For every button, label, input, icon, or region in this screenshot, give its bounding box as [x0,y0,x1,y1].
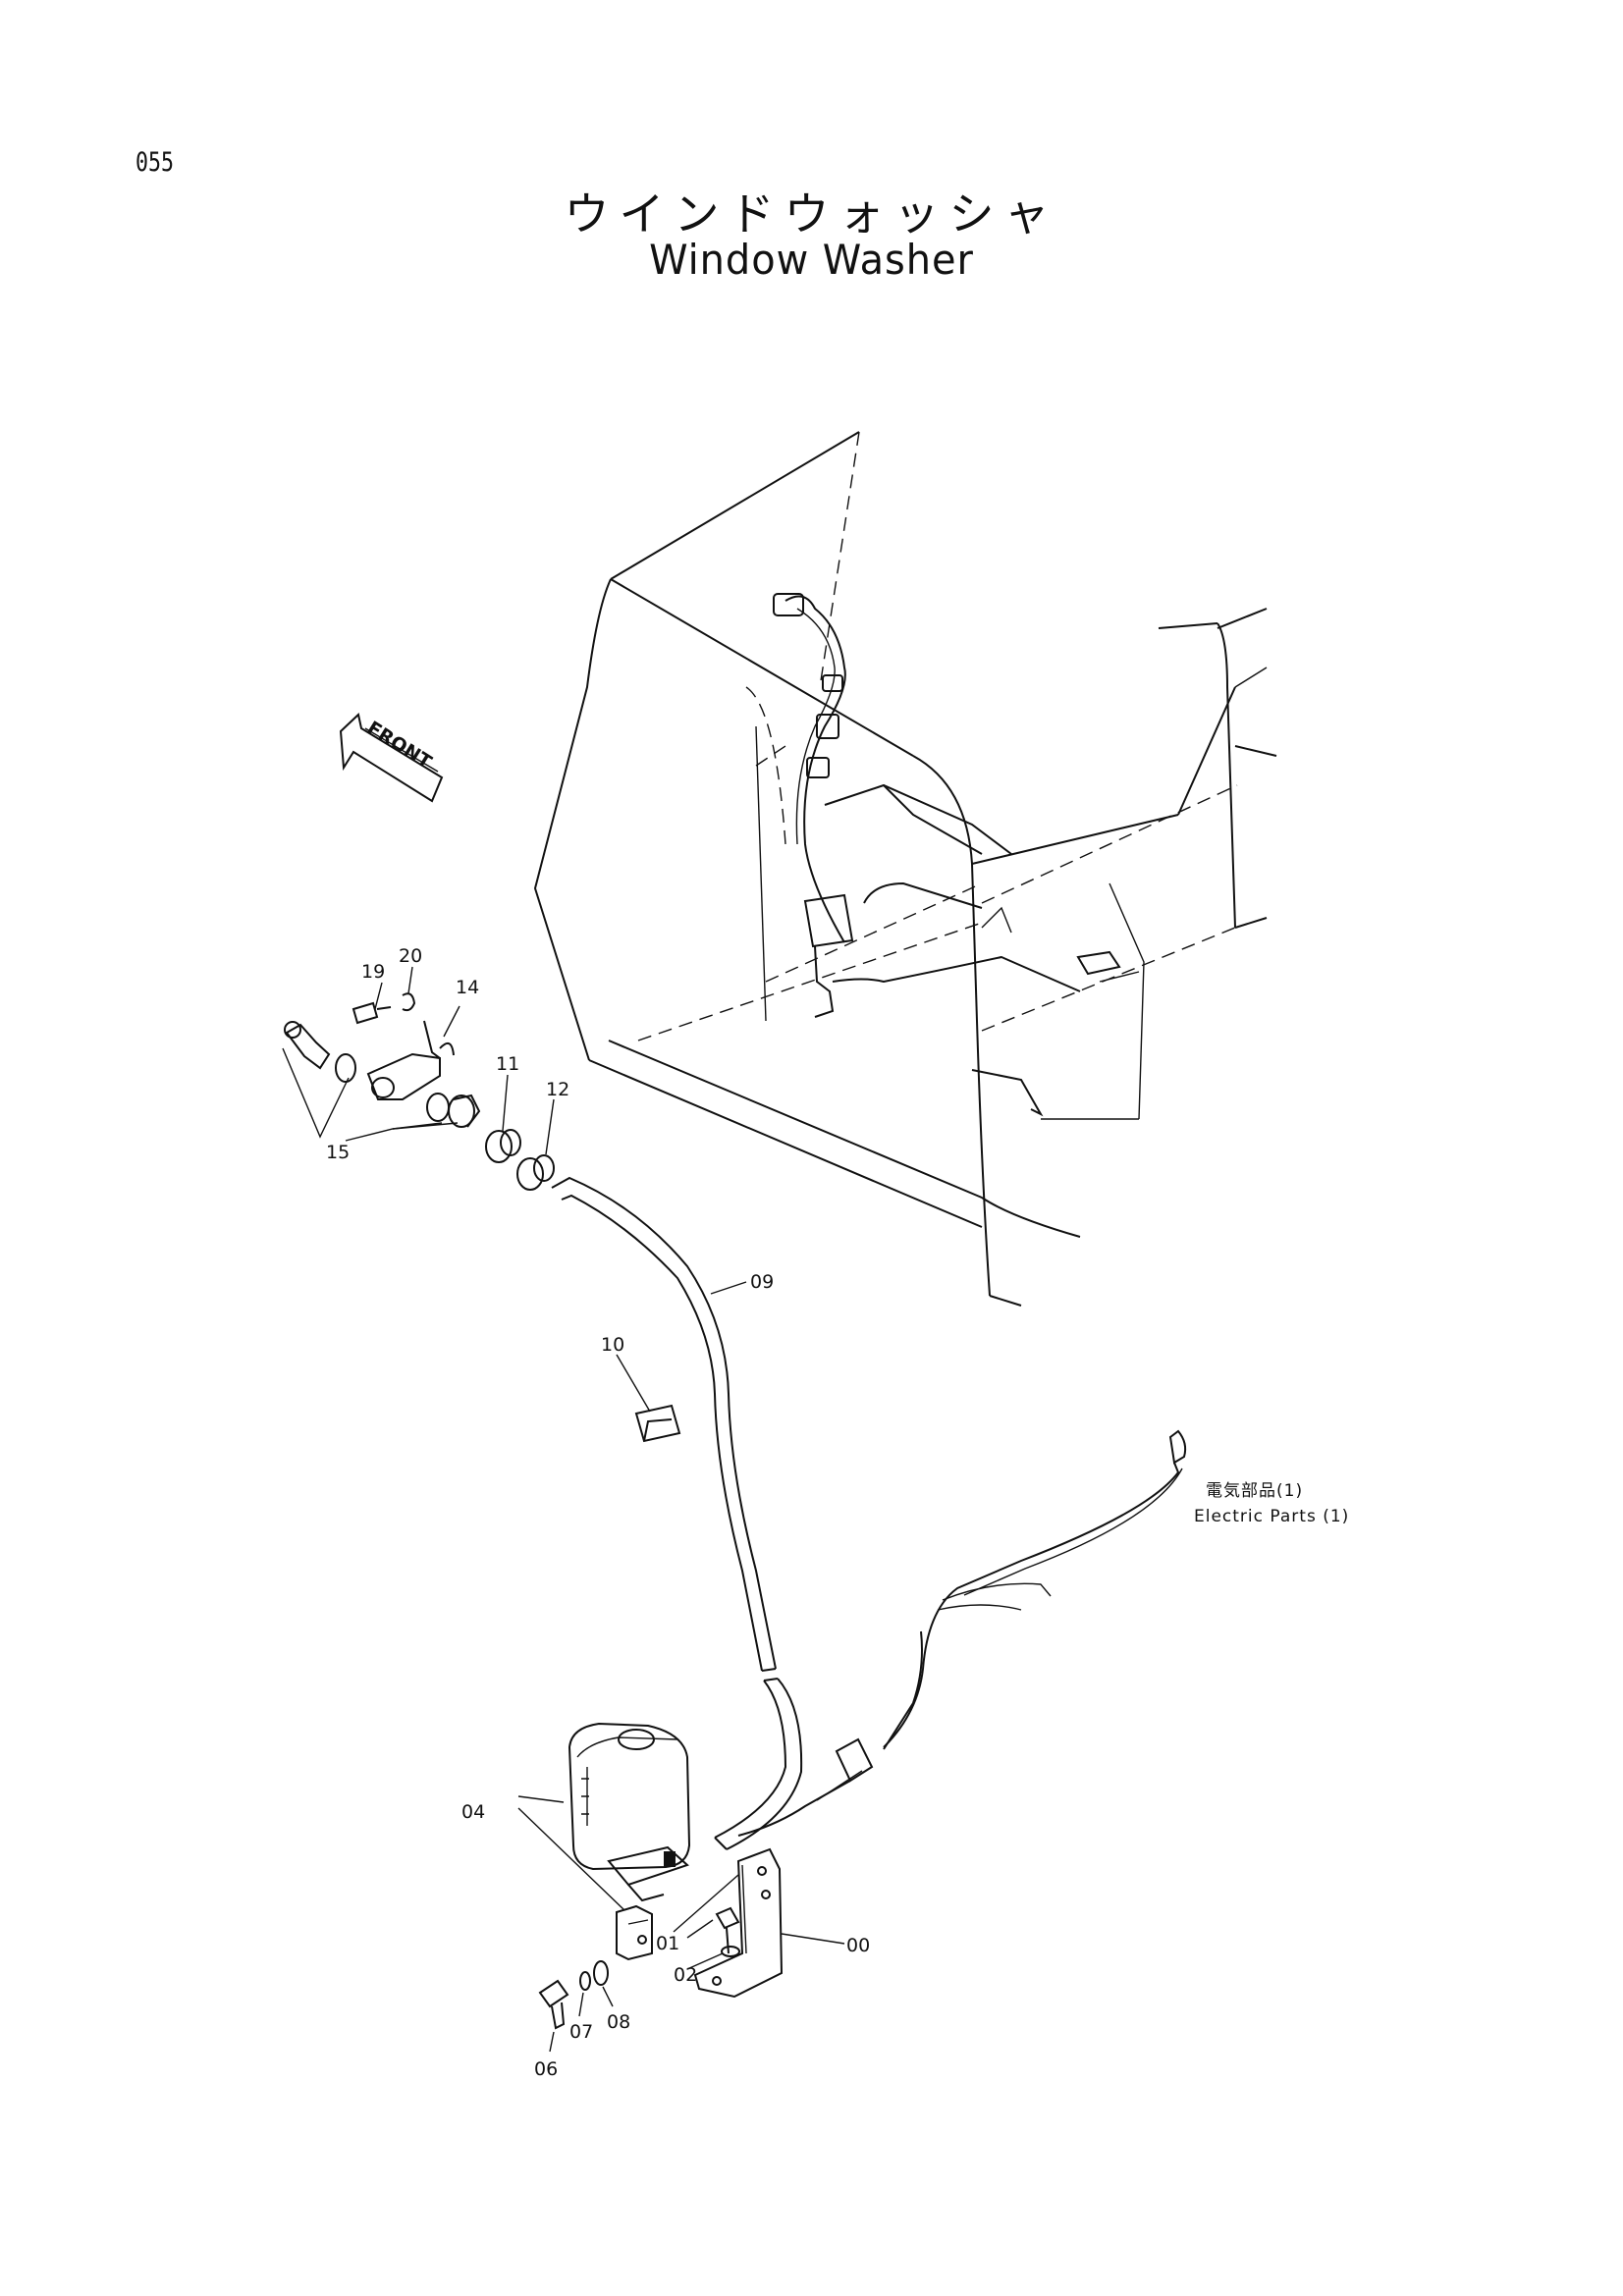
label-11: 11 [496,1053,519,1075]
label-14: 14 [456,977,479,998]
label-15: 15 [326,1142,350,1163]
label-04: 04 [461,1801,485,1823]
label-12: 12 [546,1079,569,1100]
cab-outline [533,431,1277,1307]
front-direction-arrow: FRONT [339,713,444,803]
inner-hose-assembly [773,593,1121,1018]
electric-harness [737,1429,1187,1837]
electric-parts-note-en: Electric Parts (1) [1194,1507,1349,1526]
title-english: Window Washer [649,236,974,284]
label-00: 00 [846,1935,870,1956]
title-japanese: ウインドウォッシャ [564,187,1059,240]
label-07: 07 [569,2021,593,2043]
page-number: 055 [135,147,175,178]
label-19: 19 [361,961,385,983]
label-09: 09 [750,1271,774,1293]
label-10: 10 [601,1334,624,1356]
washer-tank [517,1722,691,1961]
label-06: 06 [534,2058,558,2080]
label-08: 08 [607,2011,630,2033]
part-number-labels: 19 20 14 11 12 15 09 10 04 00 01 02 06 0… [326,945,870,2080]
nozzle-assembly [282,966,555,1191]
label-01: 01 [656,1933,679,1954]
electric-parts-note-ja: 電気部品(1) [1206,1481,1303,1501]
label-20: 20 [399,945,422,967]
tank-bracket [673,1847,845,1999]
bolt-washers [538,1960,614,2053]
label-02: 02 [674,1964,697,1986]
